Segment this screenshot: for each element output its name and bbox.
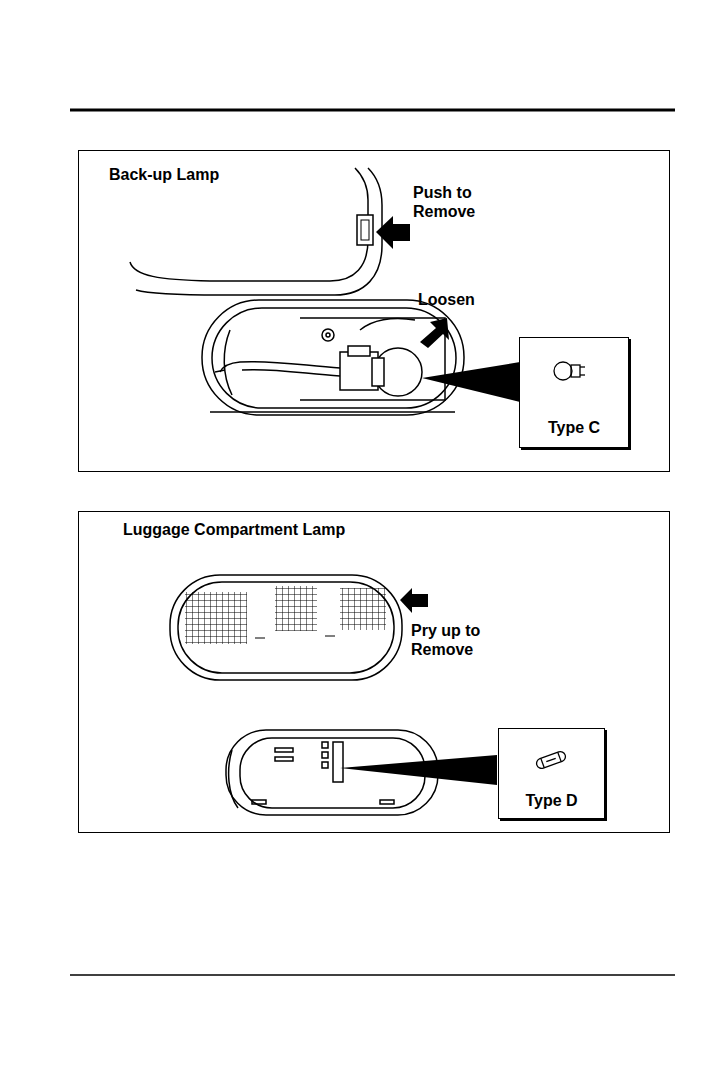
lamp-panel: Back-up LampType C: [78, 150, 670, 472]
leader-wedge: [340, 755, 497, 785]
lamp-panel: Luggage Compartment LampType D: [78, 511, 670, 833]
instruction-label: Push to Remove: [413, 183, 501, 221]
bulb-type-label: Type D: [499, 791, 604, 810]
panel-heading: Back-up Lamp: [109, 165, 661, 184]
lens-pattern: [185, 586, 386, 644]
loosen-arrow: [420, 318, 449, 348]
bulb-type-label: Type C: [520, 418, 628, 437]
bulb-type-box: Type D: [498, 728, 605, 819]
bulb-type-box: Type C: [519, 337, 629, 448]
instruction-label: Loosen: [418, 290, 498, 309]
lamp-housing: [202, 300, 464, 415]
body-outline: [130, 168, 382, 295]
lamp-lens: [170, 575, 402, 680]
panel-heading: Luggage Compartment Lamp: [123, 520, 661, 539]
lens-marks: [255, 636, 335, 638]
clip: [357, 215, 373, 245]
bottom-rule: [70, 974, 675, 976]
festoon-bulb-icon: [535, 750, 567, 770]
push-arrow: [376, 216, 410, 249]
instruction-label: Pry up to Remove: [411, 621, 511, 659]
wedge-bulb-icon: [554, 362, 585, 380]
pry-arrow: [400, 588, 428, 613]
top-rule: [70, 109, 675, 112]
leader-wedge: [422, 362, 520, 402]
